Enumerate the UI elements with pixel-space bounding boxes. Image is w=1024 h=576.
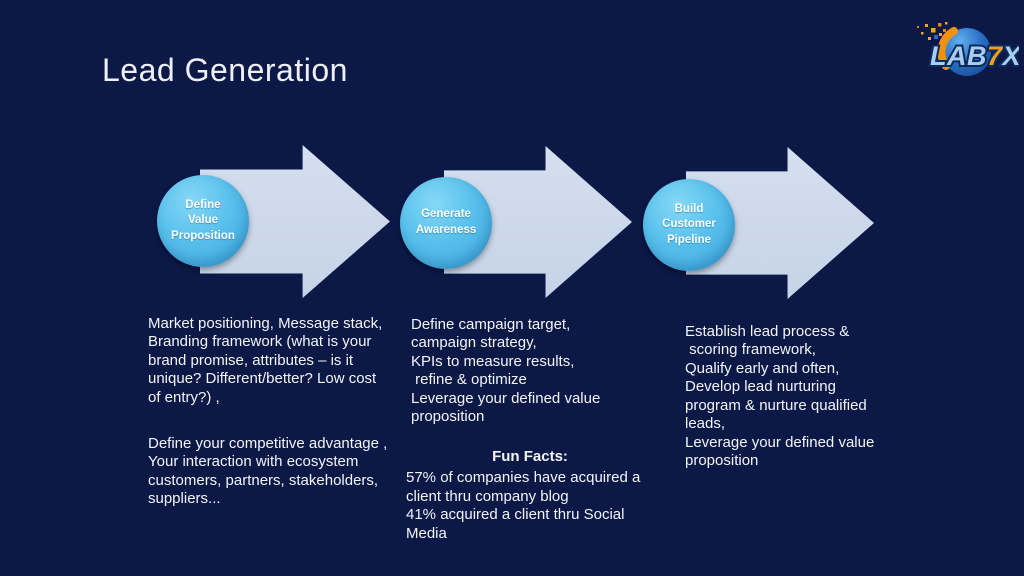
fun-facts-section: Fun Facts: 57% of companies have acquire…	[406, 448, 654, 543]
globe-icon	[943, 28, 991, 76]
step-circle-build-customer-pipeline: Build Customer Pipeline	[643, 179, 735, 271]
lab7x-logo: LAB7X	[901, 18, 1024, 82]
fun-facts-body: 57% of companies have acquired a client …	[406, 469, 641, 542]
step-circle-generate-awareness: Generate Awareness	[400, 177, 492, 269]
fun-facts-title: Fun Facts:	[492, 448, 568, 465]
step-circle-label: Define Value Proposition	[171, 198, 235, 242]
step-circle-label: Build Customer Pipeline	[662, 202, 716, 246]
step-description-paragraph: Market positioning, Message stack, Brand…	[148, 314, 383, 406]
step-circle-label: Generate Awareness	[415, 208, 477, 236]
step-description-2: Define campaign target, campaign strateg…	[411, 297, 653, 445]
step-description-paragraph: Define campaign target, campaign strateg…	[411, 315, 601, 426]
step-description-paragraph: Establish lead process & scoring framewo…	[685, 322, 875, 470]
logo-wordmark: LAB7X	[930, 41, 1019, 71]
step-description-3: Establish lead process & scoring framewo…	[685, 304, 895, 489]
slide-title: Lead Generation	[102, 52, 348, 88]
orange-swoosh-icon	[937, 27, 958, 70]
step-description-1: Market positioning, Message stack, Brand…	[148, 296, 400, 527]
lab7x-logo-graphic: LAB7X	[917, 22, 1024, 76]
step-circle-define-value-proposition: Define Value Proposition	[157, 175, 249, 267]
pixel-dots-icon	[917, 22, 948, 40]
step-description-paragraph: Define your competitive advantage , Your…	[148, 434, 388, 508]
